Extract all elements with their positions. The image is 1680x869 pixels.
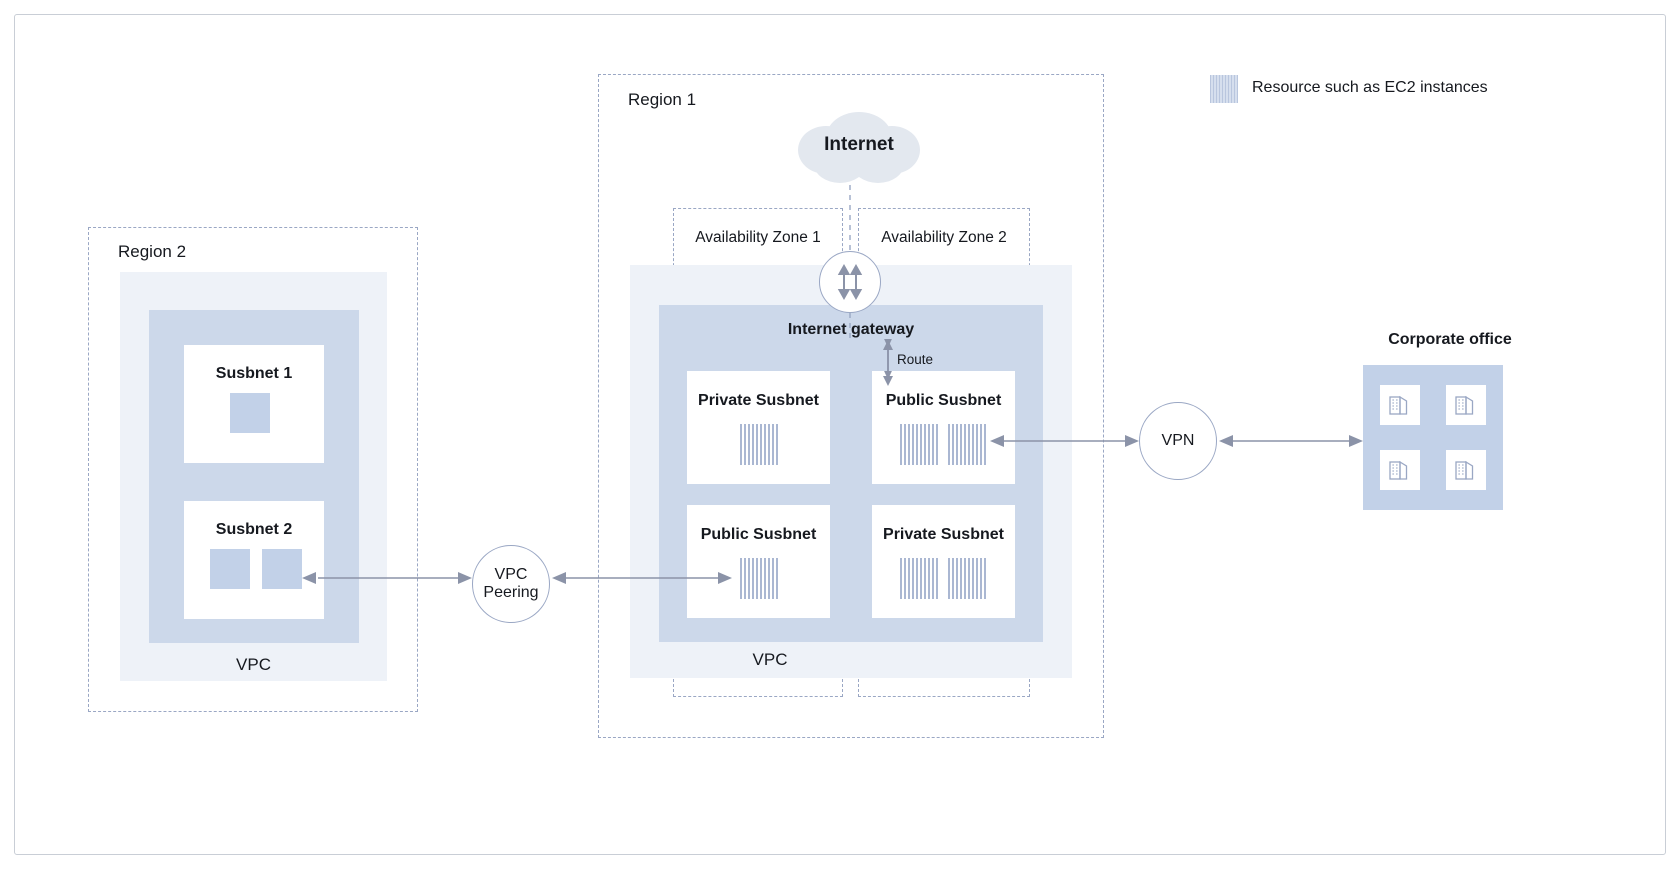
subnet-box-susbnet-2: Susbnet 2 — [184, 501, 324, 619]
region-2-label: Region 2 — [118, 242, 187, 261]
corporate-office-group: Corporate office — [1340, 325, 1560, 515]
resource-icon — [948, 424, 986, 465]
subnet-title-az2-private: Private Susbnet — [883, 526, 1004, 543]
subnet-title-susbnet-2: Susbnet 2 — [215, 521, 293, 538]
region-1-vpc-caption: VPC — [752, 650, 788, 669]
resource-icon — [900, 424, 938, 465]
subnet-box-az2-private: Private Susbnet — [872, 505, 1015, 618]
office-building-icon — [1389, 460, 1408, 480]
subnet-box-az2-public: Public Susbnet — [872, 371, 1015, 484]
resource-icon — [230, 393, 270, 433]
internet-gateway-node[interactable] — [819, 251, 881, 313]
office-building-icon — [1455, 460, 1474, 480]
subnet-box-az1-private: Private Susbnet — [687, 371, 830, 484]
office-building-tile — [1446, 450, 1486, 490]
diagram-frame — [14, 14, 1666, 855]
resource-icon — [210, 549, 250, 589]
legend-swatch — [1210, 75, 1238, 103]
subnet-title-az2-public: Public Susbnet — [885, 392, 1002, 409]
resource-icon — [740, 424, 778, 465]
resource-icon — [900, 558, 938, 599]
legend-label: Resource such as EC2 instances — [1252, 79, 1488, 96]
double-vertical-arrows-icon — [837, 263, 863, 301]
office-building-tile — [1380, 450, 1420, 490]
office-building-tile — [1446, 385, 1486, 425]
vpc-peering-node[interactable]: VPC Peering — [472, 545, 550, 623]
resource-icon — [740, 558, 778, 599]
availability-zone-2-label: Availability Zone 2 — [881, 229, 1007, 246]
vpn-node[interactable]: VPN — [1139, 402, 1217, 480]
corporate-office-box — [1363, 365, 1503, 510]
corporate-office-title: Corporate office — [1388, 331, 1512, 348]
subnet-box-susbnet-1: Susbnet 1 — [184, 345, 324, 463]
region-1-container — [598, 74, 1104, 738]
office-building-icon — [1455, 395, 1474, 415]
region-2-container — [88, 227, 418, 712]
availability-zone-1-label: Availability Zone 1 — [695, 229, 821, 246]
vpn-label: VPN — [1161, 432, 1195, 450]
subnet-box-az1-public: Public Susbnet — [687, 505, 830, 618]
resource-icon — [262, 549, 302, 589]
subnet-title-az1-private: Private Susbnet — [698, 392, 819, 409]
route-label: Route — [897, 352, 934, 367]
subnet-title-susbnet-1: Susbnet 1 — [215, 365, 293, 382]
region-2-vpc-caption: VPC — [236, 655, 271, 674]
subnet-title-az1-public: Public Susbnet — [700, 526, 817, 543]
office-building-tile — [1380, 385, 1420, 425]
office-building-icon — [1389, 395, 1408, 415]
region-1-label: Region 1 — [628, 90, 697, 109]
vpc-peering-line-2: Peering — [483, 584, 539, 601]
vpc-peering-line-1: VPC — [494, 566, 528, 584]
internet-gateway-label: Internet gateway — [787, 321, 915, 338]
resource-icon — [948, 558, 986, 599]
